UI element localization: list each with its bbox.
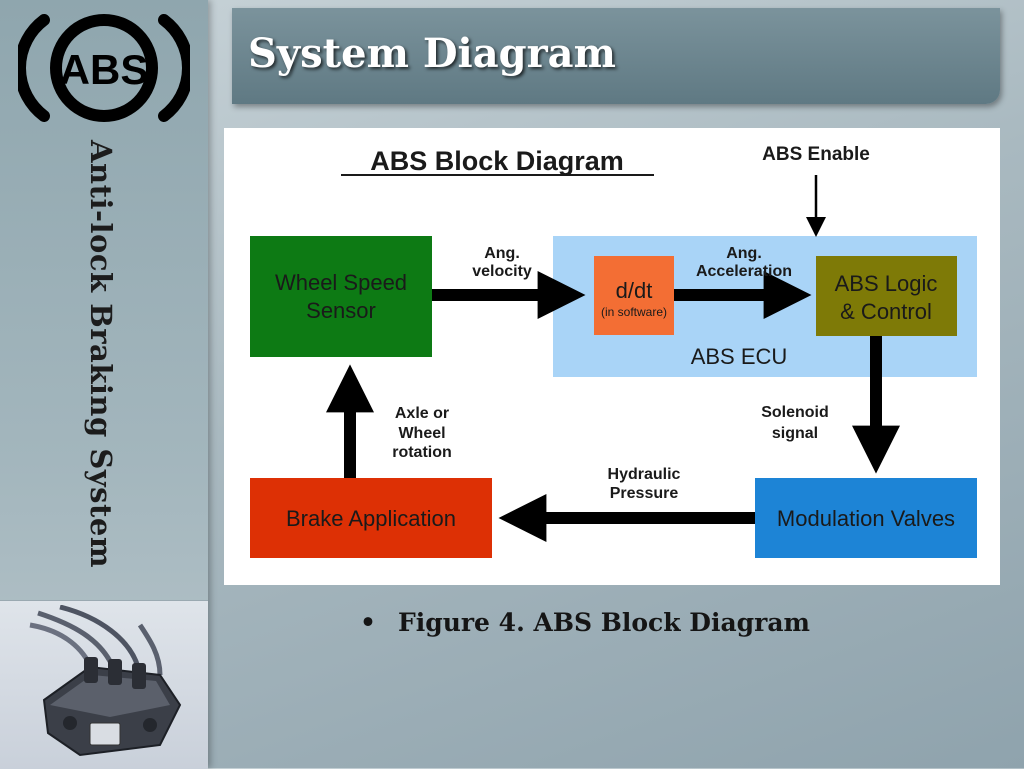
axle-rotation-label-line3: rotation [392, 444, 452, 461]
abs-warning-icon: ABS [18, 14, 190, 122]
ang-velocity-label-line2: velocity [472, 263, 532, 280]
brake-application-label: Brake Application [286, 506, 456, 531]
axle-rotation-label-line2: Wheel [398, 425, 445, 442]
hydraulic-pressure-label-line1: Hydraulic [608, 466, 681, 483]
abs-logic-label-line2: & Control [840, 299, 932, 324]
ang-velocity-label-line1: Ang. [484, 245, 520, 262]
abs-ecu-label: ABS ECU [691, 344, 788, 369]
hydraulic-pressure-label-line2: Pressure [610, 485, 679, 502]
caption-bullet: • [360, 608, 376, 637]
axle-rotation-label-line1: Axle or [395, 405, 449, 422]
wheel-speed-sensor-label-line1: Wheel Speed [275, 270, 407, 295]
ang-acceleration-label-line1: Ang. [726, 245, 762, 262]
ddt-sublabel: (in software) [601, 305, 667, 319]
solenoid-signal-label-line1: Solenoid [761, 404, 829, 421]
abs-block-diagram: ABS Block Diagram ABS ECU Wheel Speed Se… [224, 128, 1000, 585]
abs-logic-label-line1: ABS Logic [835, 271, 938, 296]
solenoid-signal-label-line2: signal [772, 425, 818, 442]
brake-application-block [250, 478, 492, 558]
caption-text: Figure 4. ABS Block Diagram [397, 608, 810, 637]
modulation-valves-label: Modulation Valves [777, 506, 955, 531]
diagram-title: ABS Block Diagram [370, 146, 624, 176]
wheel-speed-sensor-block [250, 236, 432, 357]
figure-caption: • Figure 4. ABS Block Diagram [360, 608, 810, 637]
ddt-label: d/dt [616, 278, 653, 303]
wheel-speed-sensor-label-line2: Sensor [306, 298, 376, 323]
abs-module-picture [29, 605, 182, 757]
ddt-block [594, 256, 674, 335]
logo-text: ABS [60, 46, 149, 93]
ang-acceleration-label-line2: Acceleration [696, 263, 792, 280]
abs-logic-block [816, 256, 957, 336]
page-title: System Diagram [248, 30, 616, 77]
modulation-valves-block [755, 478, 977, 558]
abs-enable-label: ABS Enable [762, 144, 870, 165]
sidebar-title: Anti-lock Braking System [84, 140, 118, 569]
title-bar: System Diagram [232, 8, 1000, 104]
